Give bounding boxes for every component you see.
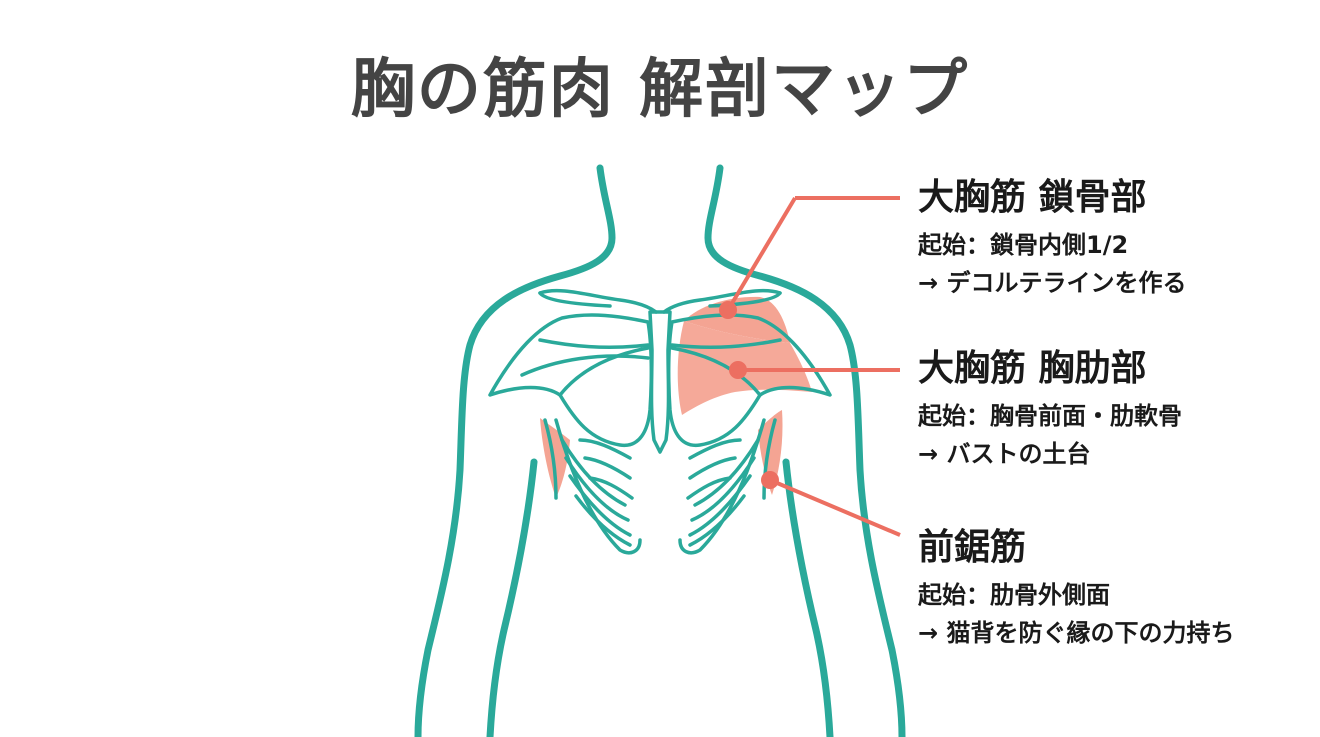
leader-lines <box>719 196 901 537</box>
label-clavicular-head: 大胸筋 鎖骨部 起始：鎖骨内側1/2 → デコルテラインを作る <box>918 176 1186 302</box>
leader-dot-serratus <box>761 471 779 489</box>
muscle-name: 前鋸筋 <box>918 527 1027 568</box>
muscle-name: 大胸筋 鎖骨部 <box>918 177 1147 218</box>
muscle-effect: → デコルテラインを作る <box>918 269 1187 297</box>
muscle-effect: → バストの土台 <box>918 440 1091 468</box>
leader-dot-clavicular <box>719 301 737 319</box>
muscle-name: 大胸筋 胸肋部 <box>918 348 1147 389</box>
muscle-origin: 起始：鎖骨内側1/2 <box>918 231 1129 259</box>
leader-line-serratus <box>769 478 901 537</box>
page-title: 胸の筋肉 解剖マップ <box>350 53 970 127</box>
pectoral-left <box>488 313 654 447</box>
clavicle-left <box>538 288 658 314</box>
label-serratus-anterior: 前鋸筋 起始：肋骨外側面 → 猫背を防ぐ縁の下の力持ち <box>918 526 1234 652</box>
muscle-effect: → 猫背を防ぐ縁の下の力持ち <box>918 619 1235 647</box>
skeleton-and-muscle-lines <box>488 288 832 555</box>
body-outline <box>414 164 906 737</box>
muscle-origin: 起始：胸骨前面・肋軟骨 <box>918 402 1182 430</box>
clavicle-right <box>662 288 782 314</box>
muscle-origin: 起始：肋骨外側面 <box>918 581 1110 609</box>
leader-line-clavicular <box>726 196 797 312</box>
clavicular-head-muscle <box>684 296 790 343</box>
leader-dot-sternocostal <box>729 361 747 379</box>
label-sternocostal-head: 大胸筋 胸肋部 起始：胸骨前面・肋軟骨 → バストの土台 <box>918 347 1182 473</box>
